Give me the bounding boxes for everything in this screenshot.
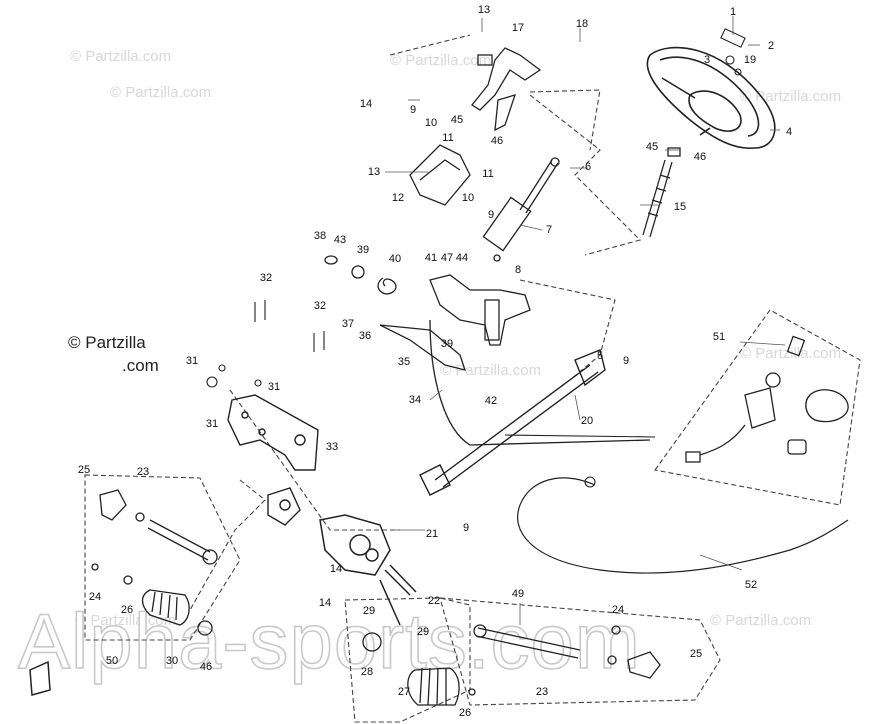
left-tie-rod <box>91 489 218 636</box>
callout-17: 17 <box>511 22 525 34</box>
callout-32a: 32 <box>259 272 273 284</box>
callout-36: 36 <box>358 330 372 342</box>
callout-35: 35 <box>397 356 411 368</box>
callout-45b: 45 <box>645 141 659 153</box>
watermark-mc: © Partzilla.com <box>440 362 542 379</box>
callout-50: 50 <box>105 655 119 667</box>
callout-18: 18 <box>575 18 589 30</box>
callout-49: 49 <box>511 588 525 600</box>
callout-7: 7 <box>545 224 553 236</box>
callout-9d: 9 <box>462 522 470 534</box>
callout-9a: 9 <box>409 104 417 116</box>
callout-31a: 31 <box>185 355 199 367</box>
ignition-switch <box>685 335 849 463</box>
bolts <box>206 300 325 388</box>
callout-20: 20 <box>580 415 594 427</box>
callout-27: 27 <box>397 686 411 698</box>
callout-26a: 26 <box>120 604 134 616</box>
callout-46c: 46 <box>199 661 213 673</box>
callout-52: 52 <box>744 579 758 591</box>
callout-10a: 10 <box>424 117 438 129</box>
watermark-main-1: © Partzilla <box>68 333 146 352</box>
callout-39a: 39 <box>356 244 370 256</box>
watermark-bl: © Partzilla.com <box>75 612 177 629</box>
right-tie-rod <box>362 624 661 706</box>
mount-plate <box>227 394 319 526</box>
callout-39b: 39 <box>440 338 454 350</box>
steering-gearbox <box>319 514 417 626</box>
callout-10b: 10 <box>461 192 475 204</box>
callout-47: 47 <box>440 252 454 264</box>
intermediate-shaft <box>419 349 606 496</box>
callout-4: 4 <box>785 126 793 138</box>
callout-28: 28 <box>360 666 374 678</box>
pivot-bracket <box>324 255 651 446</box>
steering-wheel <box>646 46 776 150</box>
callout-14b: 14 <box>329 563 343 575</box>
callout-43: 43 <box>333 234 347 246</box>
callout-40: 40 <box>388 253 402 265</box>
callout-13b: 13 <box>367 166 381 178</box>
callout-34: 34 <box>408 394 422 406</box>
callout-1: 1 <box>729 6 737 18</box>
callout-15: 15 <box>673 201 687 213</box>
callout-6: 6 <box>584 161 592 173</box>
column-bracket <box>409 47 542 206</box>
callout-11b: 11 <box>482 168 494 180</box>
watermark-tl2: © Partzilla.com <box>110 84 212 101</box>
callout-13a: 13 <box>477 4 491 16</box>
callout-14c: 14 <box>318 597 332 609</box>
callout-24b: 24 <box>611 604 625 616</box>
callout-31b: 31 <box>267 381 281 393</box>
callout-2: 2 <box>767 40 775 52</box>
callout-41: 41 <box>424 252 438 264</box>
callout-26b: 26 <box>458 707 472 719</box>
callout-22: 22 <box>427 595 441 607</box>
callout-21: 21 <box>425 528 439 540</box>
callout-23b: 23 <box>535 686 549 698</box>
callout-5: 5 <box>596 350 604 362</box>
callout-46b: 46 <box>693 151 707 163</box>
dashed-outlines <box>84 34 861 723</box>
callout-24a: 24 <box>88 591 102 603</box>
watermark-tl: © Partzilla.com <box>70 48 172 65</box>
callout-30: 30 <box>165 655 179 667</box>
watermark-main-2: .com <box>122 356 159 375</box>
callout-9c: 9 <box>622 355 630 367</box>
callout-23a: 23 <box>136 466 150 478</box>
callout-19: 19 <box>743 54 757 66</box>
callout-29b: 29 <box>416 626 430 638</box>
leader-lines <box>385 16 786 625</box>
tilt-damper <box>482 157 560 262</box>
callout-25b: 25 <box>689 648 703 660</box>
callout-11a: 11 <box>442 132 454 144</box>
watermark-mr: © Partzilla.com <box>740 345 842 362</box>
callout-12: 12 <box>391 192 405 204</box>
callout-46a: 46 <box>490 135 504 147</box>
watermark-br: © Partzilla.com <box>710 612 812 629</box>
watermark-tc: © Partzilla.com <box>390 52 492 69</box>
callout-38: 38 <box>313 230 327 242</box>
callout-37: 37 <box>341 318 355 330</box>
callout-31c: 31 <box>205 418 219 430</box>
steering-shaft <box>642 147 681 238</box>
callout-32b: 32 <box>313 300 327 312</box>
callout-33: 33 <box>325 441 339 453</box>
callout-3: 3 <box>703 54 711 66</box>
callout-42: 42 <box>484 395 498 407</box>
callout-8: 8 <box>514 264 522 276</box>
callout-51: 51 <box>712 331 726 343</box>
callout-9b: 9 <box>487 209 495 221</box>
callout-44: 44 <box>455 252 469 264</box>
callout-29a: 29 <box>362 605 376 617</box>
callout-14a: 14 <box>359 98 373 110</box>
callout-25a: 25 <box>77 464 91 476</box>
callout-45a: 45 <box>450 114 464 126</box>
cable <box>516 477 849 574</box>
